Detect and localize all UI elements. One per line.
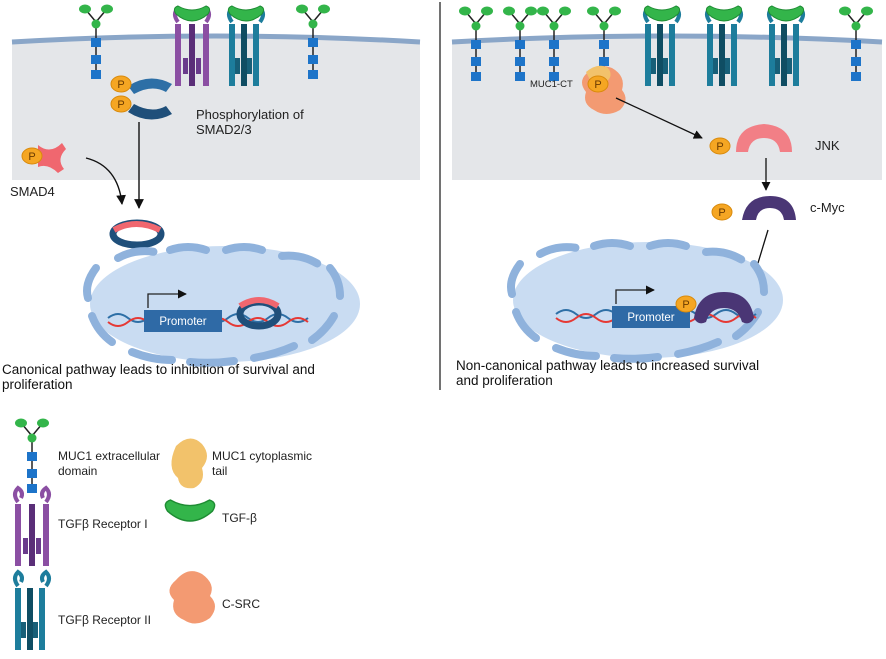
bound-smad-complex-icon [236,297,282,330]
right-panel: P MUC1-CT P JNK P c-Myc [451,5,883,363]
muc1-cytoplasmic-tail-icon [171,438,207,489]
left-nucleus [83,246,360,367]
csrc-icon [169,571,215,624]
smad4-label: SMAD4 [10,184,55,199]
legend: MUC1 extracellular domain MUC1 cytoplasm… [13,417,312,652]
left-caption: proliferation [2,377,73,392]
smad-complex-icon [109,219,165,249]
promoter-box [144,310,222,332]
transcription-arrow [147,289,187,308]
phospho-label: P [28,151,35,163]
smad4-icon [38,143,66,173]
jnk-label: JNK [815,138,840,153]
left-caption: Canonical pathway leads to inhibition of… [2,362,315,377]
legend-label: tail [212,464,227,478]
tgfb-ligand-icon [173,5,211,22]
cmyc-label: c-Myc [810,200,845,215]
muc1ct-label: MUC1-CT [530,79,573,90]
muc1-extracellular-icon [14,417,50,494]
tgfb-ligand-icon [705,5,743,22]
tgfb-receptor-1-icon [13,486,51,568]
legend-label: TGFβ Receptor I [58,517,148,531]
legend-label: TGF-β [222,511,257,525]
legend-label: C-SRC [222,597,260,611]
legend-label: domain [58,464,97,478]
legend-label: TGFβ Receptor II [58,613,151,627]
phosphorylation-label: SMAD2/3 [196,122,252,137]
bound-cmyc-icon [694,292,754,324]
tgfb-receptor-2-icon [13,570,51,652]
right-caption: Non-canonical pathway leads to increased… [456,358,759,373]
phospho-label: P [117,79,124,91]
jnk-icon [736,124,792,152]
arrow [615,97,703,139]
phospho-label: P [718,207,725,219]
legend-label: MUC1 cytoplasmic [212,449,312,463]
legend-label: MUC1 extracellular [58,449,160,463]
phospho-label: P [716,141,723,153]
cmyc-icon [742,196,796,220]
phospho-label: P [682,299,689,311]
phospho-label: P [117,99,124,111]
smad23-complex-icon [128,78,172,120]
promoter-label: Promoter [627,312,674,324]
left-panel: P P Phosphorylation of SMAD2/3 P SMAD4 [10,3,421,367]
promoter-label: Promoter [159,316,206,328]
promoter-box [612,306,690,328]
tgfb-ligand-icon [643,5,681,22]
transcription-arrow [615,285,655,304]
phospho-label: P [594,79,601,91]
tgfb-ligand-icon [164,499,216,522]
tgfb-ligand-icon [767,5,805,22]
tgfb-ligand-icon [227,5,265,22]
phosphorylation-label: Phosphorylation of [196,107,304,122]
arrow [85,157,126,205]
right-caption: and proliferation [456,373,553,388]
right-nucleus [507,242,783,363]
